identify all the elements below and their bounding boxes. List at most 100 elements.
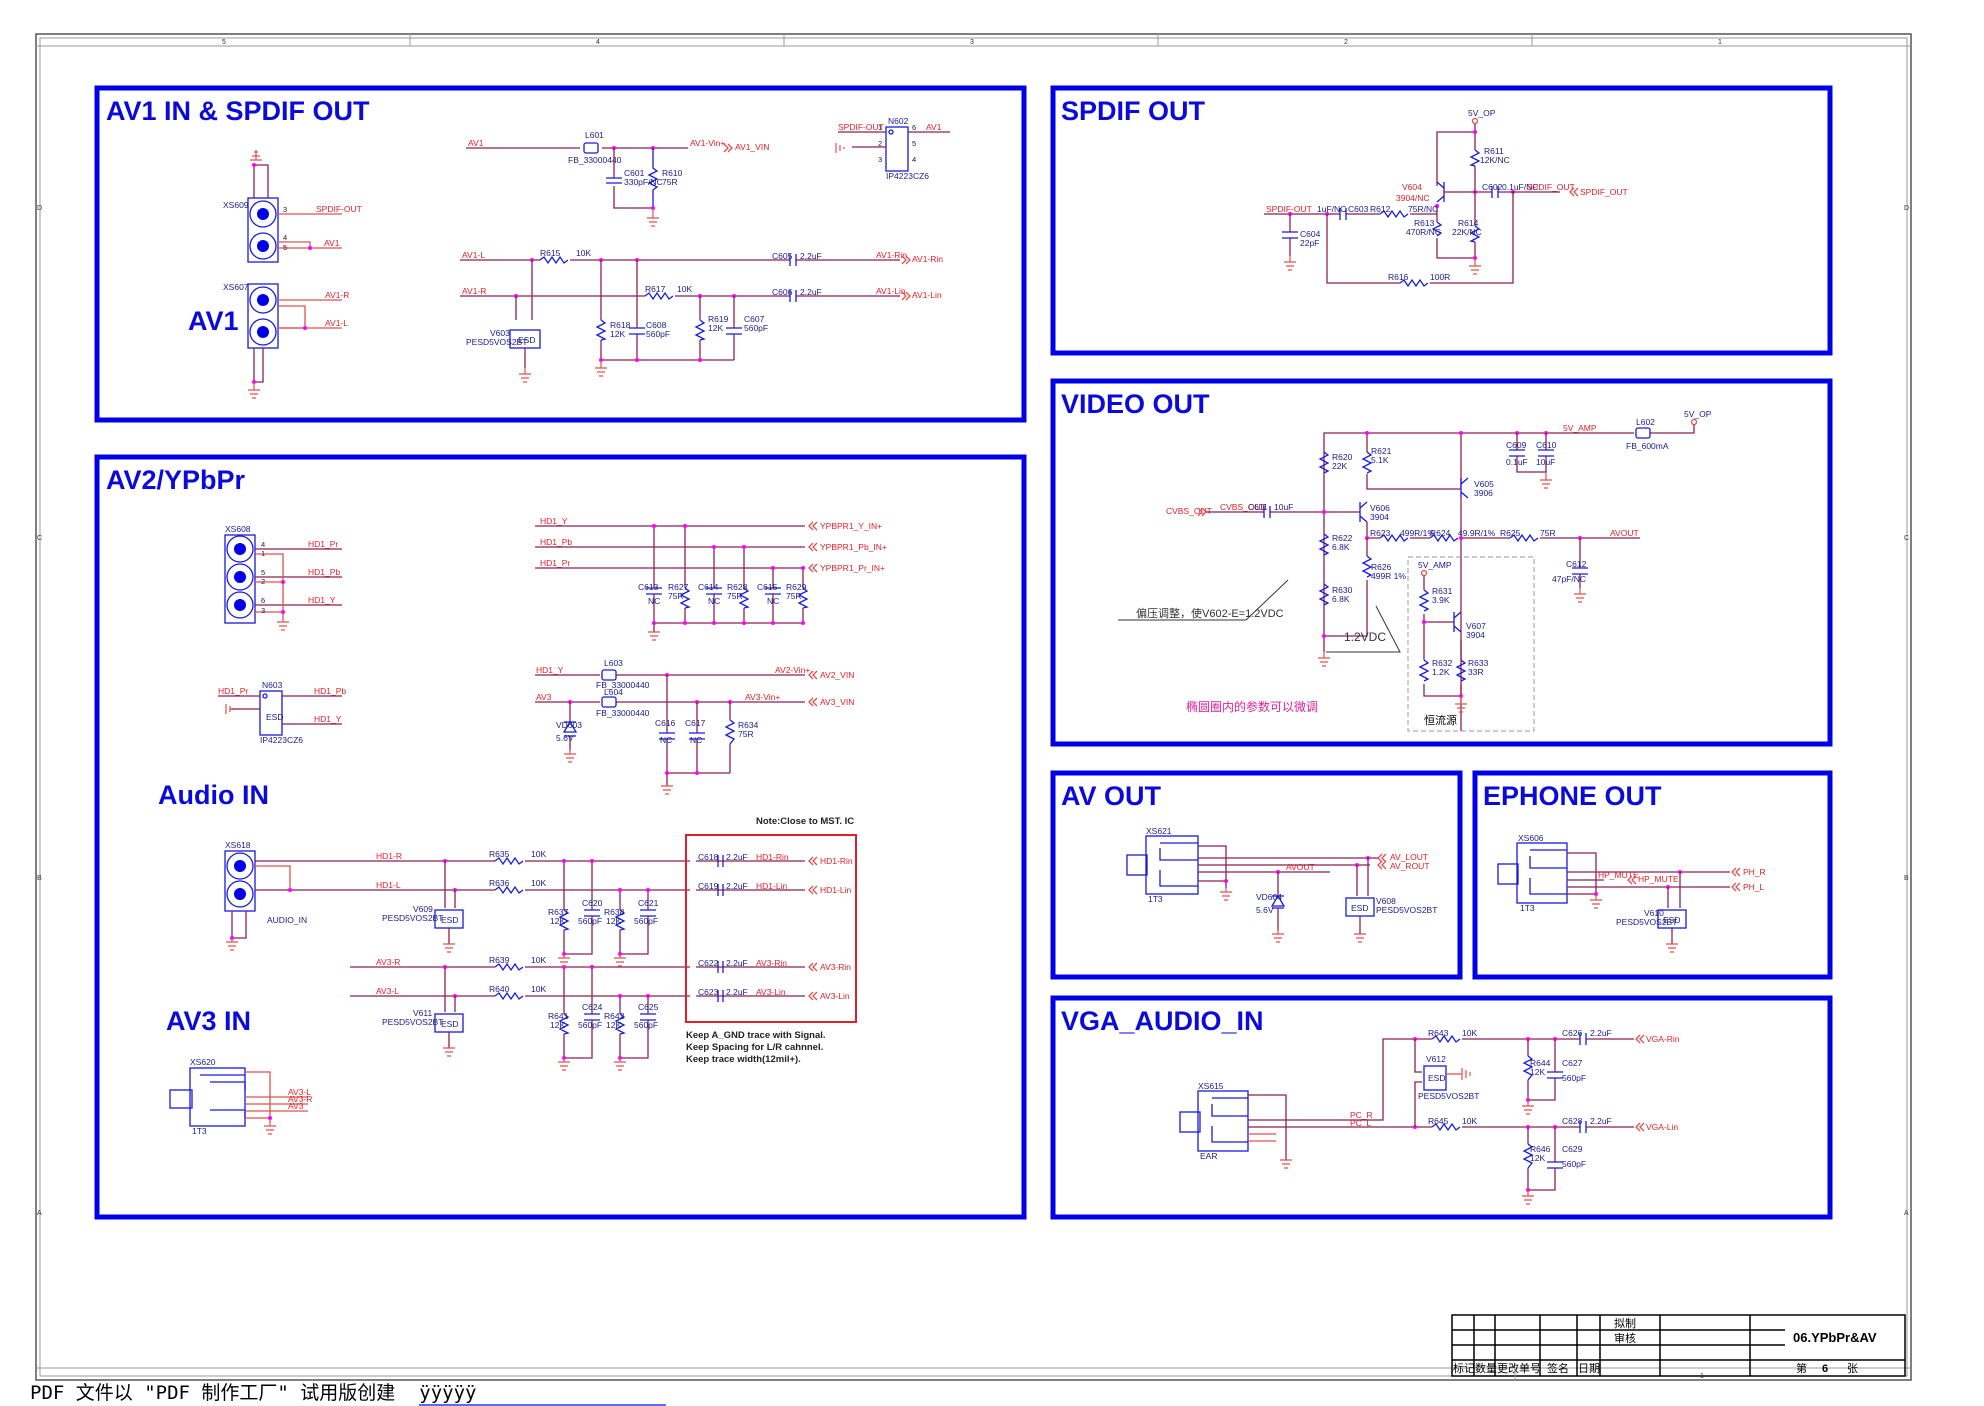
ref-label: C623 — [698, 987, 719, 997]
ref-label: R639 — [489, 955, 510, 965]
ref-label: C610 — [1536, 440, 1557, 450]
net-label: HD1-Lin — [756, 881, 787, 891]
ref-label: R630 — [1332, 585, 1353, 595]
ref-label: R634 — [738, 720, 759, 730]
net-label: AV3-L — [288, 1087, 311, 1097]
value-label: IP4223CZ6 — [260, 735, 303, 745]
value-label: 75R — [662, 177, 678, 187]
section-ephone-out: EPHONE OUT XS606 1T3 HP_MUTE HP_MUTE PH_… — [1472, 770, 1833, 980]
value-label: 10K — [531, 955, 546, 965]
footer-link[interactable]: ÿÿÿÿÿ — [419, 1382, 667, 1406]
pin-number: 4 — [261, 540, 265, 549]
ref-label: V612 — [1426, 1054, 1446, 1064]
pin-number: 2 — [261, 577, 265, 586]
net-label: PC_R — [1350, 1110, 1373, 1120]
sheet-number: 6 — [1822, 1363, 1828, 1375]
row-marker: A — [1904, 1210, 1909, 1217]
net-label: HD1_Y — [536, 665, 564, 675]
port-label: VGA-Rin — [1646, 1034, 1680, 1044]
pin-number: 5 — [261, 568, 265, 577]
port-label: CVBS_OUT — [1166, 506, 1212, 516]
ref-label: C604 — [1300, 229, 1321, 239]
svg-text:5: 5 — [283, 243, 287, 252]
value-label: 75R — [1540, 528, 1556, 538]
av3-in-title: AV3 IN — [166, 1006, 251, 1036]
net-label: HD1_Pr — [308, 539, 338, 549]
col-label-change-no: 更改单号 — [1497, 1361, 1541, 1375]
ref-label: XS620 — [190, 1057, 216, 1067]
ref-label: R620 — [1332, 452, 1353, 462]
net-label: SPDIF-OUT — [1266, 204, 1312, 214]
ref-label: C626 — [1562, 1028, 1583, 1038]
value-label: 12K — [610, 329, 625, 339]
net-label: HD1_Pr — [540, 558, 570, 568]
ref-label: R615 — [540, 248, 561, 258]
footer-text: PDF 文件以 "PDF 制作工厂" 试用版创建 — [30, 1382, 396, 1404]
value-label: 6.8K — [1332, 594, 1350, 604]
net-label: HD1_Pb — [308, 567, 340, 577]
value-label: 75R — [738, 729, 754, 739]
col-label-date: 日期 — [1578, 1362, 1600, 1375]
audio-in: Audio IN Note:Close to MST. IC XS618 AUD… — [158, 780, 857, 1071]
value-label: 33R — [1468, 667, 1484, 677]
audio-in-title: Audio IN — [158, 780, 269, 810]
layout-note: Keep Spacing for L/R cahnnel. — [686, 1042, 823, 1053]
ref-label: R616 — [1388, 272, 1409, 282]
ref-label: C615 — [757, 582, 778, 592]
row-marker: D — [1904, 205, 1909, 212]
value-label: PESD5VOS2BT — [466, 337, 527, 347]
value-label: 49.9R/1% — [1458, 528, 1496, 538]
net-label: AV2-Vin+ — [775, 665, 810, 675]
value-label: PESD5VOS2BT — [382, 1017, 443, 1027]
value-label: 499R 1% — [1371, 571, 1406, 581]
net-label: AV1 — [468, 138, 484, 148]
pin-number: 3 — [261, 606, 265, 615]
value-label: NC — [690, 735, 702, 745]
ref-label: R635 — [489, 849, 510, 859]
ref-label: R645 — [1428, 1116, 1449, 1126]
value-label: 3904 — [1370, 512, 1389, 522]
port-label: HD1-Lin — [820, 885, 851, 895]
ref-label: R636 — [489, 878, 510, 888]
port-label: AV1-Lin — [912, 290, 942, 300]
port-label: VGA-Lin — [1646, 1122, 1678, 1132]
ref-label: XS608 — [225, 524, 251, 534]
ref-label: L601 — [585, 130, 604, 140]
ic-n602: N602 IP4223CZ6 SPDIF-OUT AV1 1 2 3 4 5 6 — [835, 116, 950, 181]
section-title: EPHONE OUT — [1483, 781, 1662, 811]
net-label: AV3-Lin — [756, 987, 786, 997]
column-marker: 1 — [1718, 39, 1722, 46]
port-label: SPDIF_OUT — [1580, 187, 1628, 197]
net-label: AV3 — [288, 1101, 304, 1111]
port-label: AV2_VIN — [820, 670, 854, 680]
av3-in: AV3 IN XS620 1T3 AV3-L AV3-R AV3 — [166, 1006, 312, 1136]
net-label: AV1-L — [325, 318, 348, 328]
ref-label: C608 — [646, 320, 667, 330]
column-marker: 2 — [1344, 39, 1348, 46]
port-label: PH_L — [1743, 882, 1765, 892]
section-title: AV1 IN & SPDIF OUT — [106, 96, 370, 126]
ref-label: C614 — [698, 582, 719, 592]
value-label: 5.6V — [556, 733, 574, 743]
column-marker: 5 — [222, 39, 226, 46]
port-label: YPBPR1_Pb_IN+ — [820, 542, 887, 552]
ref-label: XS609 — [223, 200, 249, 210]
port-label: AV3_VIN — [820, 697, 854, 707]
pin-number: 6 — [261, 596, 265, 605]
net-label: HD1_Pb — [540, 537, 572, 547]
ref-label: R626 — [1371, 562, 1392, 572]
sheet-suffix: 张 — [1847, 1362, 1858, 1375]
value-label: 12K/NC — [1480, 155, 1510, 165]
row-marker: C — [37, 535, 42, 542]
ref-label: C605 — [772, 251, 793, 261]
section-title: AV2/YPbPr — [106, 465, 246, 495]
column-marker: 4 — [596, 39, 600, 46]
value-label: 1uF/NC — [1317, 204, 1346, 214]
esd-body: ESD — [266, 712, 283, 722]
net-label: AV1-R — [462, 286, 486, 296]
tune-note: 椭圆圈内的参数可以微调 — [1186, 699, 1318, 714]
value-label: 12K — [606, 916, 621, 926]
net-label: HD1_Y — [314, 714, 342, 724]
value-label: 3904 — [1466, 630, 1485, 640]
value-label: FB_600mA — [1626, 441, 1669, 451]
